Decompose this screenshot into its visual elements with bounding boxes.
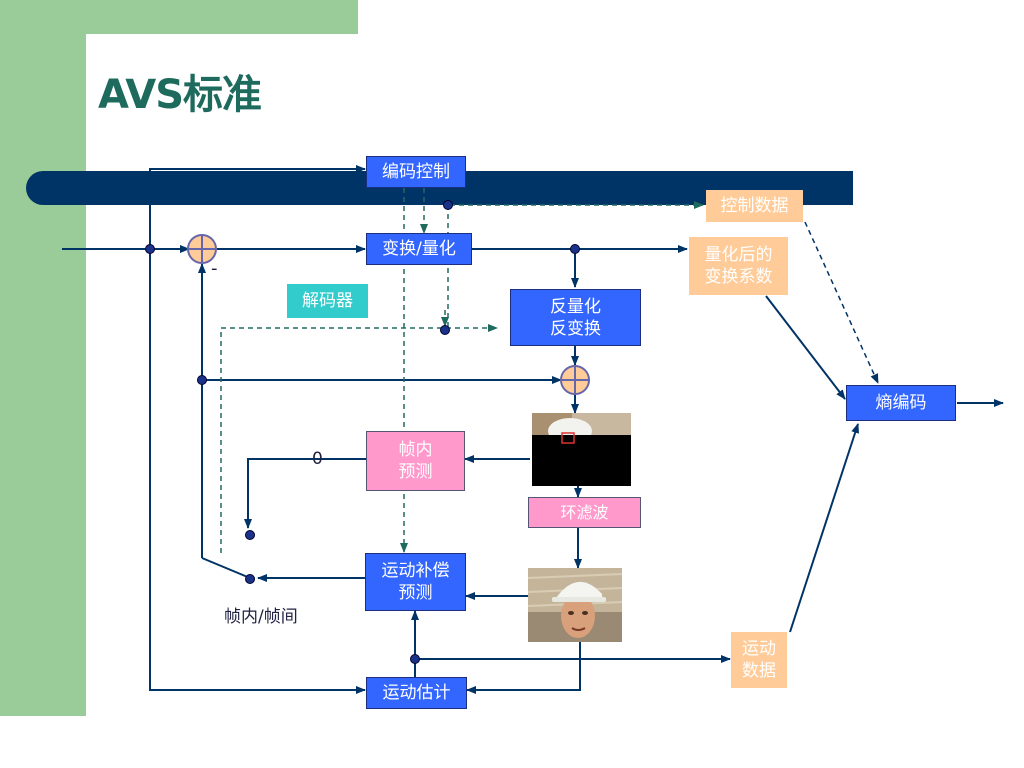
intra-prediction-block: 帧内 预测 [366, 431, 465, 491]
minus-sign: - [211, 258, 218, 279]
quantized-coefficients-label: 量化后的 变换系数 [689, 237, 788, 295]
top-green-bar [0, 0, 358, 34]
frame-buffer-image [528, 568, 622, 642]
motion-compensation-block: 运动补偿 预测 [365, 553, 466, 611]
inverse-quant-transform-block: 反量化 反变换 [510, 289, 641, 346]
content-corner [86, 34, 166, 114]
left-green-bar [0, 0, 86, 716]
control-data-label: 控制数据 [706, 190, 803, 222]
zero-label: 0 [312, 449, 323, 469]
motion-data-label: 运动 数据 [731, 632, 787, 688]
entropy-coding-block: 熵编码 [846, 385, 956, 421]
slide-title: AVS标准 [98, 72, 262, 118]
motion-estimation-block: 运动估计 [366, 677, 467, 709]
loop-filter-block: 环滤波 [528, 497, 641, 528]
adder-2-icon [560, 365, 590, 395]
reconstructed-frame-image [532, 413, 631, 486]
adder-1-icon [187, 234, 217, 264]
decoder-label: 解码器 [287, 284, 368, 318]
intra-inter-switch-label: 帧内/帧间 [224, 607, 298, 627]
transform-quant-block: 变换/量化 [366, 233, 472, 265]
coding-control-block: 编码控制 [366, 156, 466, 188]
